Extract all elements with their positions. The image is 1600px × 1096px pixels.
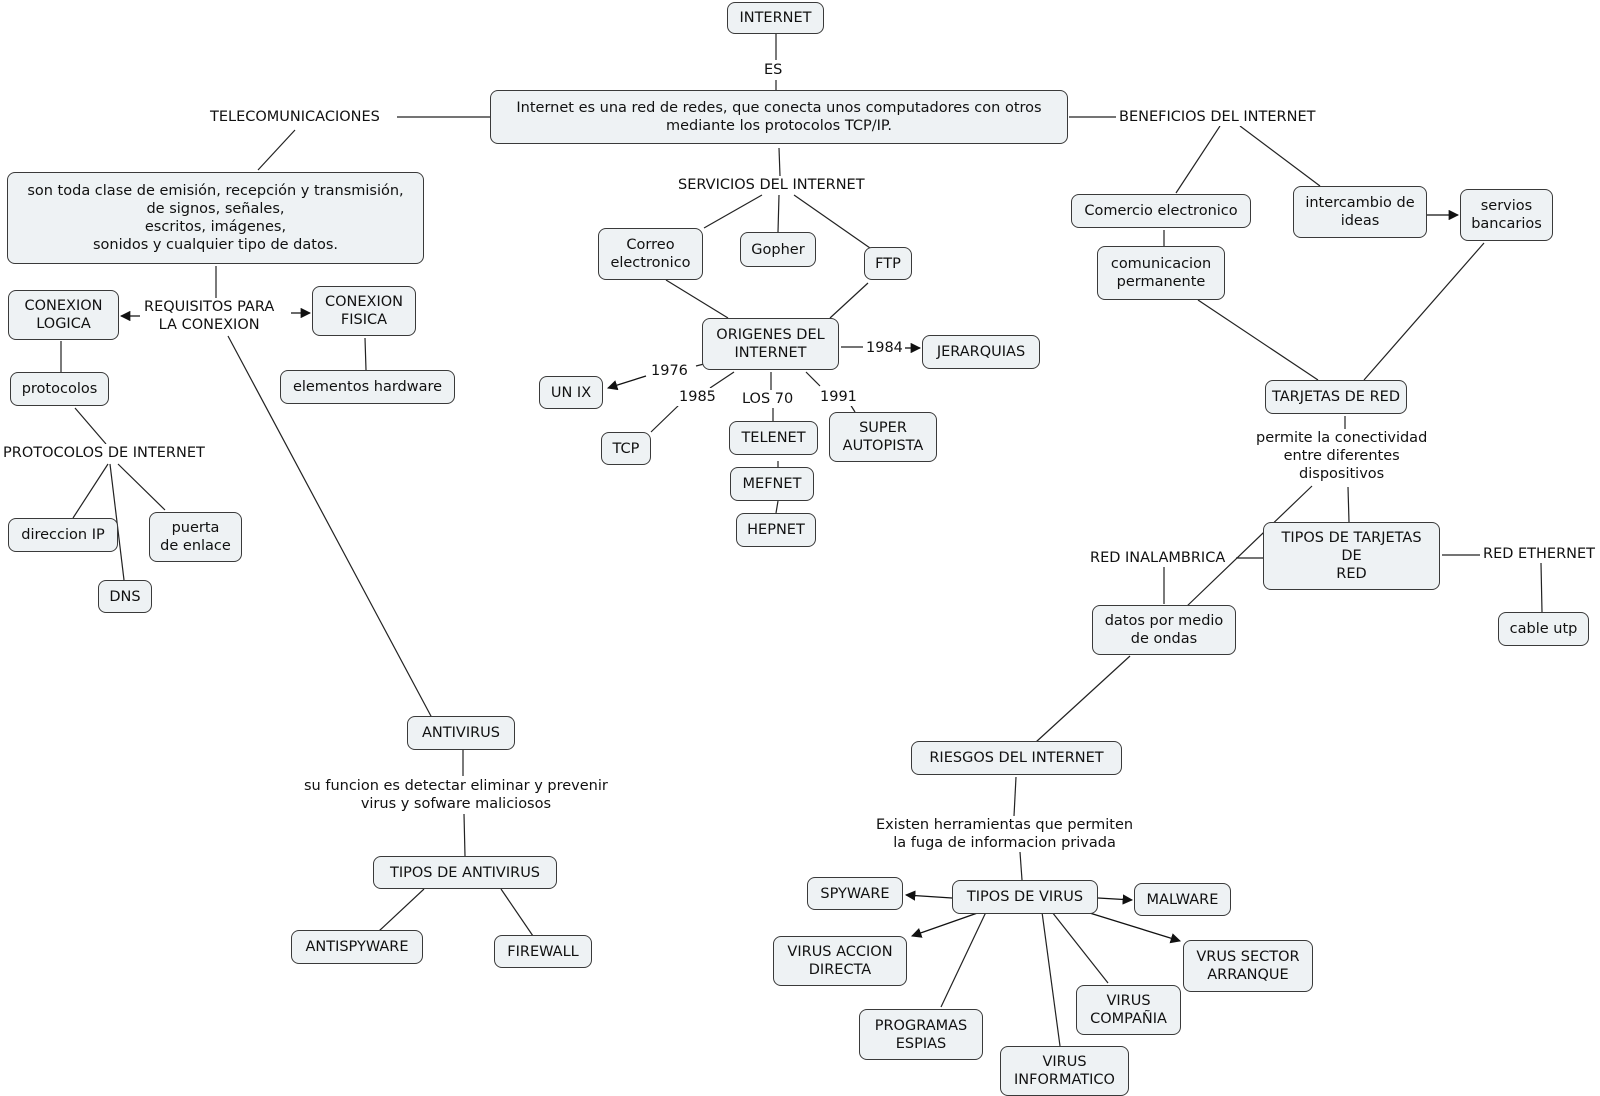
label-1985: 1985: [677, 388, 718, 406]
node-internet-definition[interactable]: Internet es una red de redes, que conect…: [490, 90, 1068, 144]
label-1976: 1976: [649, 362, 690, 380]
node-datos-ondas[interactable]: datos por medio de ondas: [1092, 605, 1236, 655]
node-malware[interactable]: MALWARE: [1134, 883, 1231, 916]
node-virus-compania[interactable]: VIRUS COMPAÑIA: [1076, 985, 1181, 1035]
label-1984: 1984: [864, 339, 905, 357]
label-permite: permite la conectividad entre diferentes…: [1254, 429, 1430, 483]
node-tipos-antivirus[interactable]: TIPOS DE ANTIVIRUS: [373, 856, 557, 889]
node-conexion-fisica[interactable]: CONEXION FISICA: [312, 286, 416, 336]
node-jerarquias[interactable]: JERARQUIAS: [922, 335, 1040, 369]
node-servicios-bancarios[interactable]: servios bancarios: [1460, 189, 1553, 241]
node-correo-electronico[interactable]: Correo electronico: [598, 228, 703, 280]
node-antispyware[interactable]: ANTISPYWARE: [291, 930, 423, 964]
node-puerta-enlace[interactable]: puerta de enlace: [149, 512, 242, 562]
label-protocolos-internet: PROTOCOLOS DE INTERNET: [1, 444, 207, 462]
node-cable-utp[interactable]: cable utp: [1498, 612, 1589, 646]
label-telecomunicaciones: TELECOMUNICACIONES: [208, 108, 382, 126]
node-comercio-electronico[interactable]: Comercio electronico: [1071, 194, 1251, 228]
node-comunicacion-permanente[interactable]: comunicacion permanente: [1097, 246, 1225, 300]
node-mefnet[interactable]: MEFNET: [730, 467, 814, 501]
node-intercambio-ideas[interactable]: intercambio de ideas: [1293, 186, 1427, 238]
node-origenes[interactable]: ORIGENES DEL INTERNET: [702, 318, 839, 370]
node-riesgos[interactable]: RIESGOS DEL INTERNET: [911, 741, 1122, 775]
node-direccion-ip[interactable]: direccion IP: [8, 518, 118, 552]
node-tipos-tarjetas[interactable]: TIPOS DE TARJETAS DE RED: [1263, 522, 1440, 590]
node-tcp[interactable]: TCP: [601, 432, 651, 465]
node-unix[interactable]: UN IX: [539, 376, 603, 409]
label-antivirus-funcion: su funcion es detectar eliminar y preven…: [302, 777, 610, 813]
label-servicios: SERVICIOS DEL INTERNET: [676, 176, 867, 194]
node-super-autopista[interactable]: SUPER AUTOPISTA: [829, 412, 937, 462]
node-telenet[interactable]: TELENET: [729, 421, 818, 455]
node-tipos-virus[interactable]: TIPOS DE VIRUS: [952, 880, 1098, 914]
node-hepnet[interactable]: HEPNET: [736, 513, 816, 547]
label-beneficios: BENEFICIOS DEL INTERNET: [1117, 108, 1318, 126]
node-gopher[interactable]: Gopher: [740, 232, 816, 267]
node-tarjetas-red[interactable]: TARJETAS DE RED: [1265, 380, 1407, 414]
node-programas-espias[interactable]: PROGRAMAS ESPIAS: [859, 1009, 983, 1060]
node-dns[interactable]: DNS: [98, 580, 152, 613]
node-ftp[interactable]: FTP: [864, 247, 912, 280]
label-es: ES: [762, 61, 785, 79]
label-red-inalambrica: RED INALAMBRICA: [1088, 549, 1228, 567]
node-firewall[interactable]: FIREWALL: [494, 935, 592, 968]
label-existen: Existen herramientas que permiten la fug…: [874, 816, 1136, 852]
node-spyware[interactable]: SPYWARE: [807, 877, 903, 910]
label-1991: 1991: [818, 388, 859, 406]
node-elementos-hardware[interactable]: elementos hardware: [280, 370, 455, 404]
node-protocolos[interactable]: protocolos: [10, 372, 109, 406]
node-virus-accion-directa[interactable]: VIRUS ACCION DIRECTA: [773, 936, 907, 986]
node-antivirus[interactable]: ANTIVIRUS: [407, 716, 515, 750]
node-internet[interactable]: INTERNET: [727, 2, 824, 34]
label-requisitos: REQUISITOS PARA LA CONEXION: [142, 298, 277, 334]
node-telecom-definition[interactable]: son toda clase de emisión, recepción y t…: [7, 172, 424, 264]
node-virus-informatico[interactable]: VIRUS INFORMATICO: [1000, 1046, 1129, 1096]
label-los70: LOS 70: [740, 390, 796, 408]
label-red-ethernet: RED ETHERNET: [1481, 545, 1598, 563]
node-vrus-sector-arranque[interactable]: VRUS SECTOR ARRANQUE: [1183, 940, 1313, 992]
node-conexion-logica[interactable]: CONEXION LOGICA: [8, 290, 119, 340]
